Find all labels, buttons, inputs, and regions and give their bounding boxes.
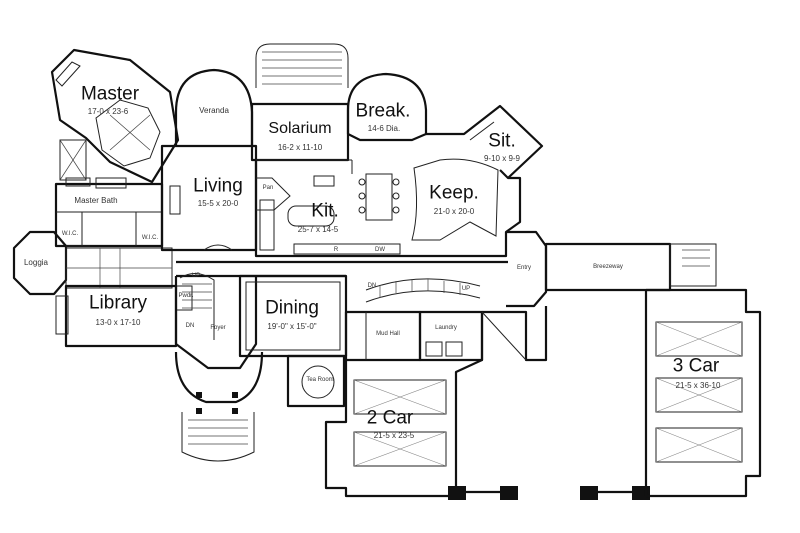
breakfast-label: Break.	[355, 100, 411, 122]
tea-room-walls	[286, 354, 346, 408]
front-portico	[174, 351, 264, 404]
two-car-label: 2 Car	[366, 407, 414, 429]
front-steps	[181, 412, 255, 462]
master-suite-walls	[50, 48, 180, 184]
refrigerator-label: R	[333, 247, 339, 253]
foyer-stair-up-label: UP	[191, 273, 201, 279]
keeping-table	[365, 173, 393, 221]
two-car-garage-walls	[324, 312, 484, 498]
dishwasher-label: DW	[375, 247, 385, 253]
dining-size: 19'-0" x 15'-0"	[267, 322, 317, 331]
bath-tub	[95, 177, 127, 189]
library-size: 13-0 x 17-10	[95, 318, 141, 327]
foyer-walls	[174, 276, 258, 370]
three-car-garage-walls	[644, 288, 762, 498]
solarium-label: Solarium	[268, 120, 332, 137]
foyer-label: Foyer	[210, 325, 226, 331]
laundry-label: Laundry	[435, 325, 457, 331]
master-inner-octagon	[95, 99, 161, 167]
master-bath-label: Master Bath	[74, 196, 118, 205]
terrace-steps	[262, 51, 342, 85]
sitting-walls	[426, 104, 544, 180]
breakfast-size: 14-6 Dia.	[367, 124, 401, 133]
powder-label: Pwdr.	[178, 293, 194, 299]
living-fireplace	[169, 185, 181, 215]
foyer-stair-steps	[182, 283, 212, 309]
foyer-stair	[179, 273, 215, 340]
solarium-size: 16-2 x 11-10	[277, 143, 323, 152]
kitchen-island	[287, 205, 335, 227]
keeping-label: Keep.	[429, 182, 479, 204]
kitchen-label: Kit.	[311, 200, 339, 222]
living-walls	[160, 144, 258, 252]
living-label: Living	[193, 175, 243, 197]
two-car-size: 21-5 x 23-5	[373, 431, 415, 440]
three-car-label: 3 Car	[672, 355, 720, 377]
entry-label: Entry	[516, 265, 532, 271]
veranda-walls	[174, 68, 254, 146]
three-car-size: 21-5 x 36-10	[675, 381, 721, 390]
sitting-label: Sit.	[488, 130, 516, 152]
veranda-label: Veranda	[199, 106, 229, 115]
wic-right-label: W.I.C.	[141, 235, 159, 241]
curved-stair-up-label: UP	[461, 286, 471, 292]
curved-stair-down-label: DN	[367, 283, 377, 289]
pantry-walls	[256, 177, 291, 211]
library-bay	[55, 295, 69, 335]
master-size: 17-0 x 23-6	[87, 107, 129, 116]
breezeway-steps	[682, 249, 710, 267]
dining-label: Dining	[265, 297, 319, 319]
breezeway-label: Breezeway	[593, 264, 623, 270]
wic-left-label: W.I.C.	[61, 231, 79, 237]
living-size: 15-5 x 20-0	[197, 199, 239, 208]
keeping-sofa	[411, 158, 499, 241]
pantry-label: Pan	[262, 185, 274, 191]
tea-room-label: Tea Room	[306, 377, 334, 383]
master-label: Master	[80, 83, 140, 105]
bath-vanity	[65, 177, 91, 187]
curved-stair	[365, 278, 481, 291]
kitchen-size: 25-7 x 14-5	[297, 225, 339, 234]
mud-hall-label: Mud Hall	[376, 331, 400, 337]
master-bay-window	[55, 61, 81, 87]
sitting-size: 9-10 x 9-9	[483, 154, 521, 163]
breakfast-walls	[346, 72, 428, 142]
loggia-label: Loggia	[23, 258, 49, 267]
library-label: Library	[88, 292, 148, 314]
laundry-walls	[418, 310, 484, 362]
loggia-walls	[12, 230, 68, 296]
foyer-stair-down-label: DN	[185, 323, 195, 329]
keeping-size: 21-0 x 20-0	[433, 207, 475, 216]
